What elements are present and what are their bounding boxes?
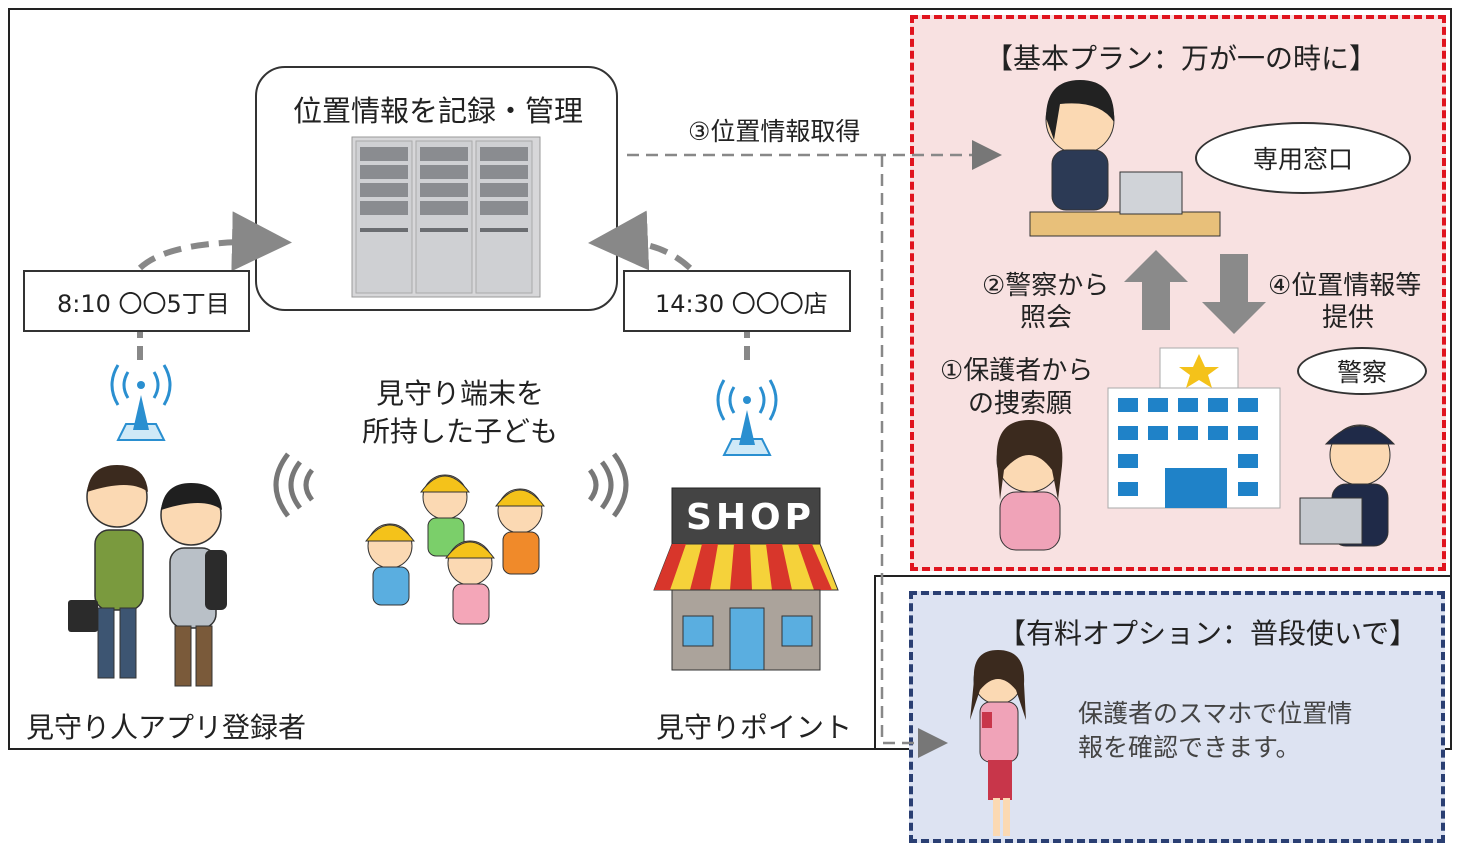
watchers-illustration <box>68 465 227 687</box>
police-officer-illustration <box>1299 424 1396 547</box>
children-illustration <box>364 474 546 625</box>
panel-frame-notch-v <box>874 575 876 750</box>
option-desc-line2: 報を確認できます。 <box>1078 733 1301 762</box>
operator-illustration <box>1029 80 1221 237</box>
location-get-label: ③位置情報取得 <box>688 117 861 146</box>
shop-sign: SHOP <box>686 497 816 538</box>
option-desc-line1: 保護者のスマホで位置情 <box>1078 699 1353 728</box>
parent-with-phone-illustration <box>970 650 1026 836</box>
dedicated-desk-ellipse: 専用窓口 <box>1195 122 1411 194</box>
search-request-line2: の捜索願 <box>968 389 1073 419</box>
arrow-right-to-server <box>588 210 693 271</box>
time-tag-right: 14:30 〇〇〇店 <box>623 270 851 332</box>
time-tag-right-text: 14:30 〇〇〇店 <box>655 289 828 318</box>
search-request-line1: ①保護者から <box>940 356 1094 386</box>
arrow-down-provide <box>1202 254 1266 334</box>
time-tag-left: 8:10 〇〇5丁目 <box>23 270 250 332</box>
signal-waves-left <box>273 452 315 518</box>
info-provide-line2: 提供 <box>1322 303 1375 333</box>
arrow-to-option <box>880 155 948 758</box>
police-ellipse: 警察 <box>1297 347 1427 395</box>
basic-plan-title: 【基本プラン：万が一の時に】 <box>985 42 1378 75</box>
arrow-up-inquiry <box>1124 250 1188 330</box>
beacon-right-icon <box>716 379 778 456</box>
police-inquiry-line1: ②警察から <box>982 271 1110 301</box>
beacon-left-icon <box>110 364 172 441</box>
watchers-label: 見守り人アプリ登録者 <box>26 711 307 744</box>
worried-parent-illustration <box>996 420 1063 551</box>
arrow-left-to-server <box>137 211 292 272</box>
children-label-line2: 所持した子ども <box>361 415 558 448</box>
dedicated-desk-text: 専用窓口 <box>1252 145 1353 174</box>
info-provide-line1: ④位置情報等 <box>1268 271 1422 301</box>
server-rack-icon <box>351 136 541 298</box>
signal-waves-right <box>587 452 629 518</box>
option-plan-title: 【有料オプション：普段使いで】 <box>998 617 1418 650</box>
server-title: 位置情報を記録・管理 <box>293 94 584 128</box>
police-building-illustration <box>1107 347 1281 509</box>
shop-illustration <box>653 487 839 671</box>
time-tag-left-text: 8:10 〇〇5丁目 <box>57 289 230 318</box>
children-label-line1: 見守り端末を <box>375 377 544 410</box>
police-inquiry-line2: 照会 <box>1020 303 1073 333</box>
police-text: 警察 <box>1336 358 1387 387</box>
main-frame <box>8 8 1452 750</box>
panel-frame-notch <box>874 575 1452 577</box>
watch-point-label: 見守りポイント <box>656 711 853 744</box>
